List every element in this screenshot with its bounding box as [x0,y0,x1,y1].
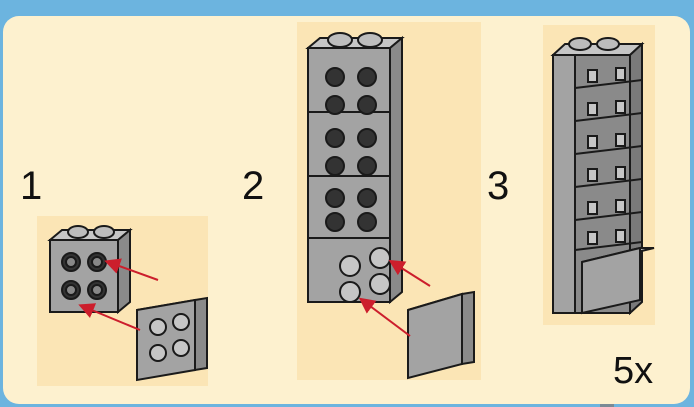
tile-2x2 [407,290,475,380]
step-number-3: 3 [487,164,510,208]
step-number-2: 2 [242,164,265,208]
arrow-icon [358,297,411,337]
quantity-multiplier: 5x [613,350,654,392]
arrow-icon [78,303,141,331]
arrow-icon [388,259,431,287]
brick-2x2 [47,225,133,315]
finished-tower [550,37,655,316]
step-number-1: 1 [20,164,43,208]
plate-2x2 [136,296,208,382]
step-3-area [543,25,655,325]
frame-tab [600,404,614,407]
step-2-area [297,22,481,380]
arrow-icon [104,258,159,281]
brick-column [305,32,405,305]
step-1-area [37,216,208,386]
